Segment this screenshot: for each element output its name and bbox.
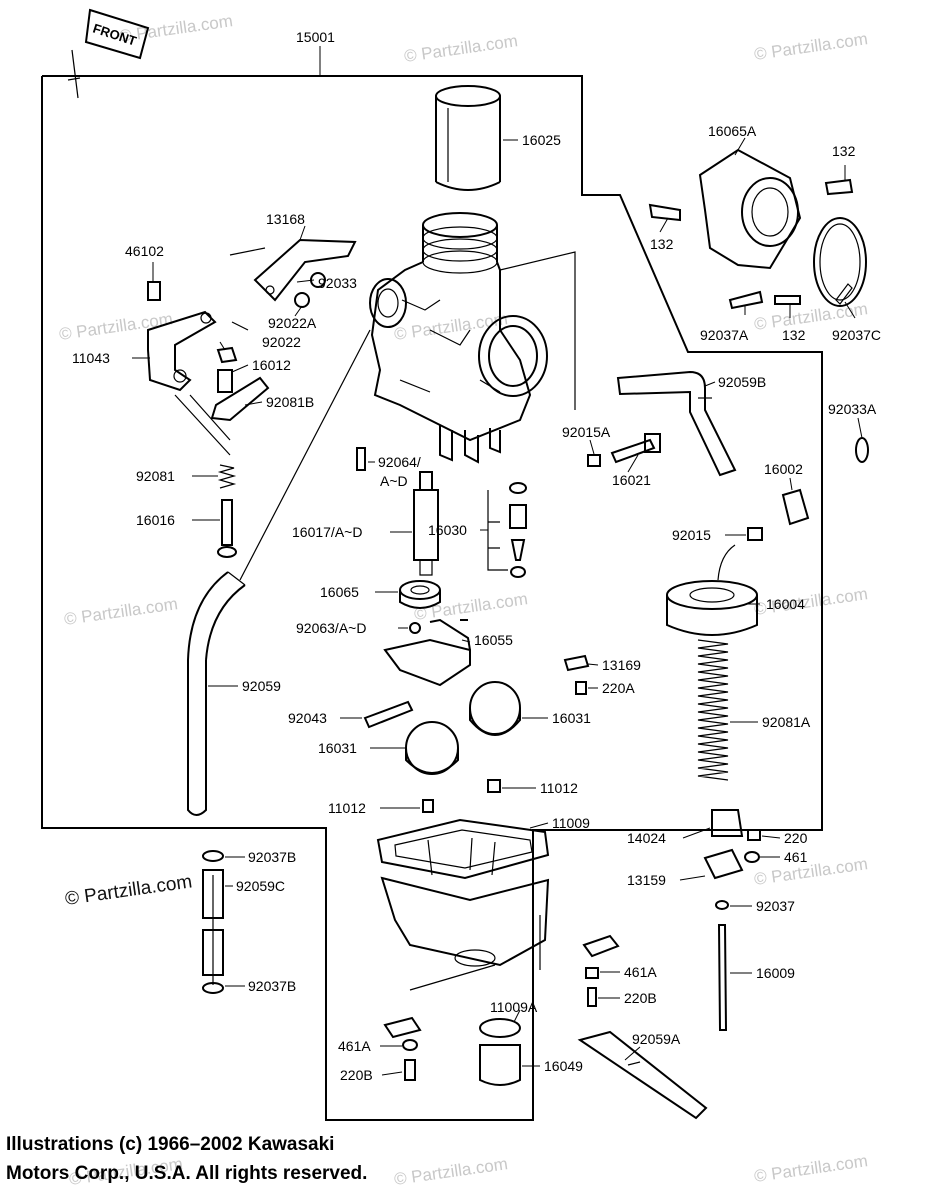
- copyright-line-1: Illustrations (c) 1966–2002 Kawasaki: [6, 1134, 335, 1155]
- part-label: 92081B: [266, 394, 314, 410]
- part-label: 92081A: [762, 714, 811, 730]
- part-label: 16009: [756, 965, 795, 981]
- part-label: 92037B: [248, 978, 296, 994]
- part-label: 13159: [627, 872, 666, 888]
- part-label: 16065: [320, 584, 359, 600]
- part-label: 16004: [766, 596, 805, 612]
- part-label: 15001: [296, 29, 335, 45]
- part-label: 92037C: [832, 327, 881, 343]
- part-label: 16017/A~D: [292, 524, 362, 540]
- part-label: 92064/: [378, 454, 421, 470]
- part-label: 220: [784, 830, 808, 846]
- part-label: 16016: [136, 512, 175, 528]
- watermark: © Partzilla.com: [753, 29, 869, 64]
- part-label: 92037A: [700, 327, 749, 343]
- part-label: 11009A: [490, 999, 538, 1015]
- part-label: A~D: [380, 473, 408, 489]
- part-label: 16025: [522, 132, 561, 148]
- part-92059B-hose: [616, 370, 737, 477]
- part-label: 92022A: [268, 315, 317, 331]
- part-label: 16055: [474, 632, 513, 648]
- part-label: 132: [650, 236, 674, 252]
- watermarks: © Partzilla.com © Partzilla.com © Partzi…: [58, 11, 869, 1189]
- part-label: 16049: [544, 1058, 583, 1074]
- part-label: 16031: [318, 740, 357, 756]
- part-label: 92015A: [562, 424, 611, 440]
- part-label: 92059B: [718, 374, 766, 390]
- part-label: 11009: [552, 815, 590, 831]
- part-11009-gasket: [376, 779, 550, 880]
- part-label: 92033A: [828, 401, 877, 417]
- part-label: 92015: [672, 527, 711, 543]
- part-13169-220A: [563, 654, 590, 695]
- copyright-line-2: Motors Corp., U.S.A. All rights reserved…: [6, 1163, 368, 1184]
- part-label: 92043: [288, 710, 327, 726]
- part-label: 461: [784, 849, 808, 865]
- part-16017-needle-jet: [356, 447, 527, 578]
- part-label: 92059C: [236, 878, 285, 894]
- part-92059C-tube: [202, 850, 224, 994]
- part-label: 92033: [318, 275, 357, 291]
- part-label: 16012: [252, 357, 291, 373]
- part-label: 14024: [627, 830, 666, 846]
- part-label: 16030: [428, 522, 467, 538]
- part-label: 46102: [125, 243, 164, 259]
- part-92043-pin: [363, 700, 414, 729]
- part-label: 92081: [136, 468, 175, 484]
- part-92059-tube: [187, 329, 371, 816]
- part-float-bowl: [380, 876, 550, 991]
- front-tag: FRONT: [67, 8, 150, 99]
- part-16025-sleeve: [435, 85, 501, 191]
- part-label: 92037B: [248, 849, 296, 865]
- part-16021-screw: [587, 433, 661, 467]
- part-label: 16021: [612, 472, 651, 488]
- part-16065-and-16055: [383, 580, 471, 687]
- leader-lines: [132, 137, 863, 1076]
- part-92081-spring: [217, 464, 237, 558]
- part-label: 16031: [552, 710, 591, 726]
- watermark: © Partzilla.com: [403, 31, 519, 66]
- watermark: © Partzilla.com: [393, 309, 509, 344]
- part-label: 13168: [266, 211, 305, 227]
- part-label: 92022: [262, 334, 301, 350]
- part-label: 220B: [340, 1067, 373, 1083]
- part-label: 461A: [338, 1038, 371, 1054]
- assembly-border: [41, 75, 823, 1121]
- watermark: © Partzilla.com: [63, 594, 179, 629]
- part-label: 13169: [602, 657, 641, 673]
- part-16002-16004-16009: [666, 437, 869, 1031]
- part-label: 16002: [764, 461, 803, 477]
- part-labels: 15001 16025 16065A 132 132 132 13168 461…: [72, 29, 881, 1083]
- carburetor-body: [369, 212, 576, 464]
- part-16065A-elbow: [648, 148, 867, 310]
- part-label: 11012: [540, 780, 578, 796]
- part-label: 220A: [602, 680, 635, 696]
- part-label: 92059: [242, 678, 281, 694]
- watermark-dark: © Partzilla.com: [64, 871, 194, 910]
- part-label: 220B: [624, 990, 657, 1006]
- part-label: 11043: [72, 350, 110, 366]
- part-label: 92063/A~D: [296, 620, 366, 636]
- part-label: 92037: [756, 898, 795, 914]
- part-label: 132: [782, 327, 806, 343]
- part-label: 92059A: [632, 1031, 681, 1047]
- part-label: 132: [832, 143, 856, 159]
- part-label: 16065A: [708, 123, 757, 139]
- part-16031-floats: [405, 681, 521, 775]
- watermark: © Partzilla.com: [753, 854, 869, 889]
- part-label: 11012: [328, 800, 366, 816]
- copyright-notice: Illustrations (c) 1966–2002 Kawasaki Mot…: [6, 1130, 526, 1188]
- part-label: 461A: [624, 964, 657, 980]
- part-11043-bracket: [147, 281, 270, 456]
- watermark: © Partzilla.com: [753, 1151, 869, 1186]
- part-lower-hardware: [383, 934, 708, 1120]
